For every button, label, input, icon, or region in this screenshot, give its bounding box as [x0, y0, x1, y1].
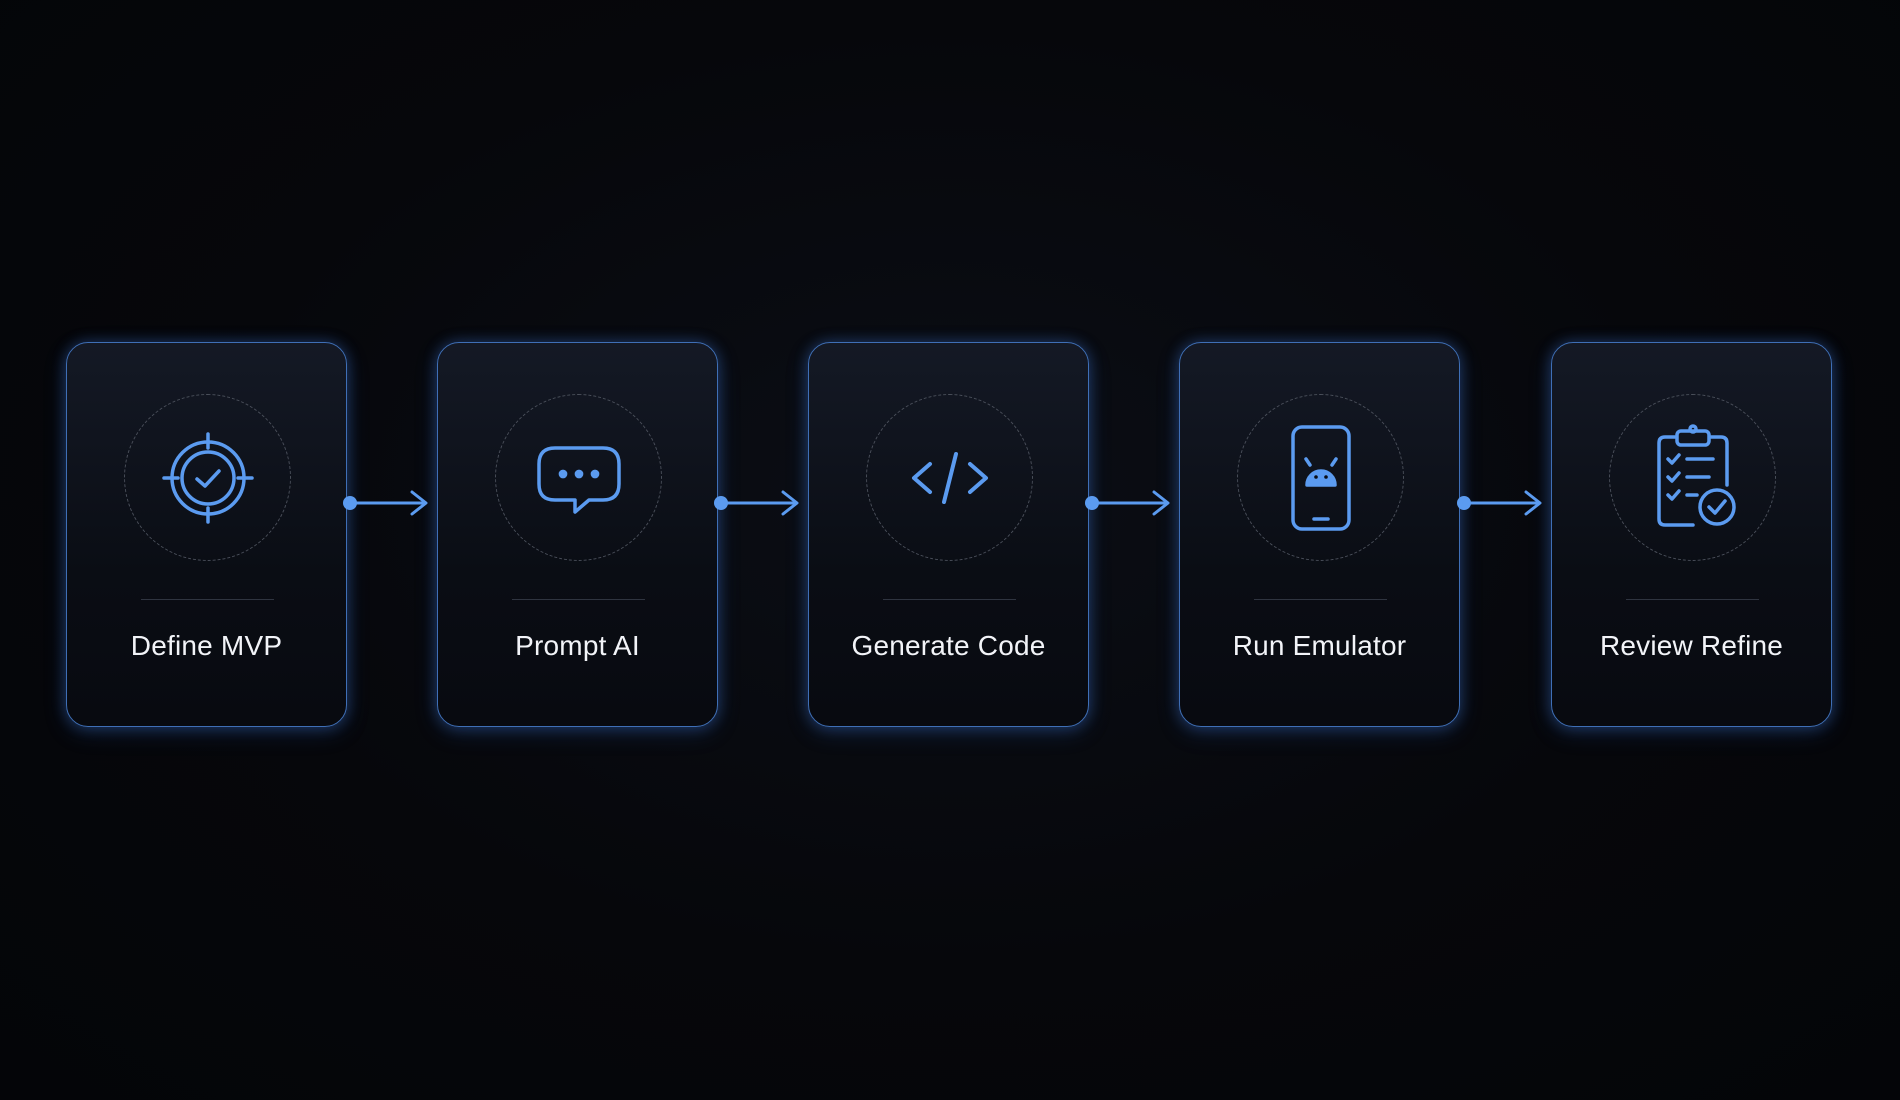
step-label: Prompt AI: [515, 630, 640, 661]
step-card-define-mvp: Define MVP: [66, 342, 347, 727]
icon-ring: [124, 394, 291, 561]
card-divider: [883, 599, 1016, 600]
card-divider: [141, 599, 274, 600]
step-label: Run Emulator: [1232, 630, 1407, 661]
icon-ring: [1609, 394, 1776, 561]
step-label: Generate Code: [851, 630, 1046, 661]
step-card-run-emulator: Run Emulator: [1179, 342, 1460, 727]
step-label: Review Refine: [1599, 630, 1784, 661]
clipboard-check-icon: [1656, 423, 1736, 527]
chat-bubble-icon: [536, 445, 621, 514]
step-card-generate-code: Generate Code: [808, 342, 1089, 727]
step-label: Define MVP: [130, 630, 283, 661]
icon-ring: [866, 394, 1033, 561]
card-divider: [1254, 599, 1387, 600]
step-card-review-refine: Review Refine: [1551, 342, 1832, 727]
arrow-connector: [1085, 490, 1170, 516]
code-icon: [911, 451, 988, 504]
arrow-connector: [714, 490, 799, 516]
step-card-prompt-ai: Prompt AI: [437, 342, 718, 727]
icon-ring: [495, 394, 662, 561]
android-phone-icon: [1290, 424, 1351, 531]
icon-ring: [1237, 394, 1404, 561]
arrow-connector: [1457, 490, 1542, 516]
card-divider: [1626, 599, 1759, 600]
arrow-connector: [343, 490, 428, 516]
target-icon: [161, 431, 254, 524]
card-divider: [512, 599, 645, 600]
